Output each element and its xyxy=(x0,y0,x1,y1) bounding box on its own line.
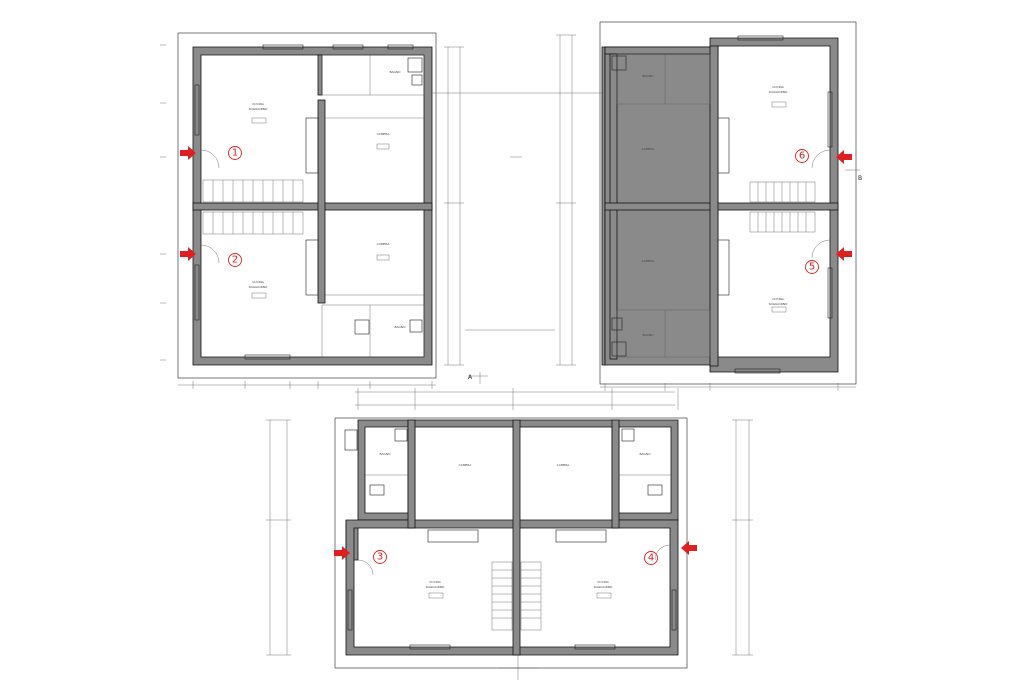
entry-arrow-unit-3 xyxy=(334,546,350,560)
svg-text:SOGGIORNO: SOGGIORNO xyxy=(249,285,268,289)
building-bottom: CUCINA SOGGIORNO CUCINA SOGGIORNO CAMERA… xyxy=(266,388,753,680)
building-top-left: CUCINA SOGGIORNO CUCINA SOGGIORNO CAMERA… xyxy=(160,32,464,389)
svg-text:CUCINA: CUCINA xyxy=(597,580,610,584)
svg-text:SOGGIORNO: SOGGIORNO xyxy=(769,302,788,306)
svg-text:BAGNO: BAGNO xyxy=(395,325,407,329)
svg-text:SOGGIORNO: SOGGIORNO xyxy=(594,585,613,589)
svg-text:CAMERA: CAMERA xyxy=(642,147,656,151)
svg-text:CUCINA: CUCINA xyxy=(772,85,785,89)
entry-arrow-unit-5 xyxy=(836,247,852,261)
svg-text:SOGGIORNO: SOGGIORNO xyxy=(769,90,788,94)
building-top-right: CUCINA SOGGIORNO CUCINA SOGGIORNO CAMERA… xyxy=(556,21,857,391)
svg-text:BAGNO: BAGNO xyxy=(640,452,652,456)
svg-text:CUCINA: CUCINA xyxy=(429,580,442,584)
site-lines xyxy=(432,92,860,384)
svg-text:SOGGIORNO: SOGGIORNO xyxy=(426,585,445,589)
svg-text:BAGNO: BAGNO xyxy=(643,74,655,78)
unit-number-6: 6 xyxy=(799,151,805,162)
unit-number-4: 4 xyxy=(648,553,654,564)
svg-text:BAGNO: BAGNO xyxy=(390,70,402,74)
entry-arrows xyxy=(180,146,852,560)
svg-text:CAMERA: CAMERA xyxy=(377,242,391,246)
unit-labels: 1 2 3 4 5 6 xyxy=(228,146,819,565)
svg-text:CUCINA: CUCINA xyxy=(252,280,265,284)
svg-text:CAMERA: CAMERA xyxy=(459,463,473,467)
svg-text:CUCINA: CUCINA xyxy=(772,297,785,301)
section-marker-a: A xyxy=(468,374,473,381)
unit-number-2: 2 xyxy=(232,255,238,266)
svg-text:CAMERA: CAMERA xyxy=(557,463,571,467)
entry-arrow-unit-4 xyxy=(681,541,697,555)
svg-text:CUCINA: CUCINA xyxy=(252,102,265,106)
svg-text:SOGGIORNO: SOGGIORNO xyxy=(249,107,268,111)
svg-text:BAGNO: BAGNO xyxy=(643,333,655,337)
svg-text:BAGNO: BAGNO xyxy=(380,452,392,456)
svg-text:CAMERA: CAMERA xyxy=(377,132,391,136)
entry-arrow-unit-1 xyxy=(180,146,196,160)
unit-number-1: 1 xyxy=(232,148,238,159)
entry-arrow-unit-6 xyxy=(836,150,852,164)
section-marker-b: B xyxy=(858,175,862,182)
unit-number-5: 5 xyxy=(809,262,815,273)
entry-arrow-unit-2 xyxy=(180,247,196,261)
svg-text:CAMERA: CAMERA xyxy=(642,259,656,263)
unit-number-3: 3 xyxy=(377,552,383,563)
